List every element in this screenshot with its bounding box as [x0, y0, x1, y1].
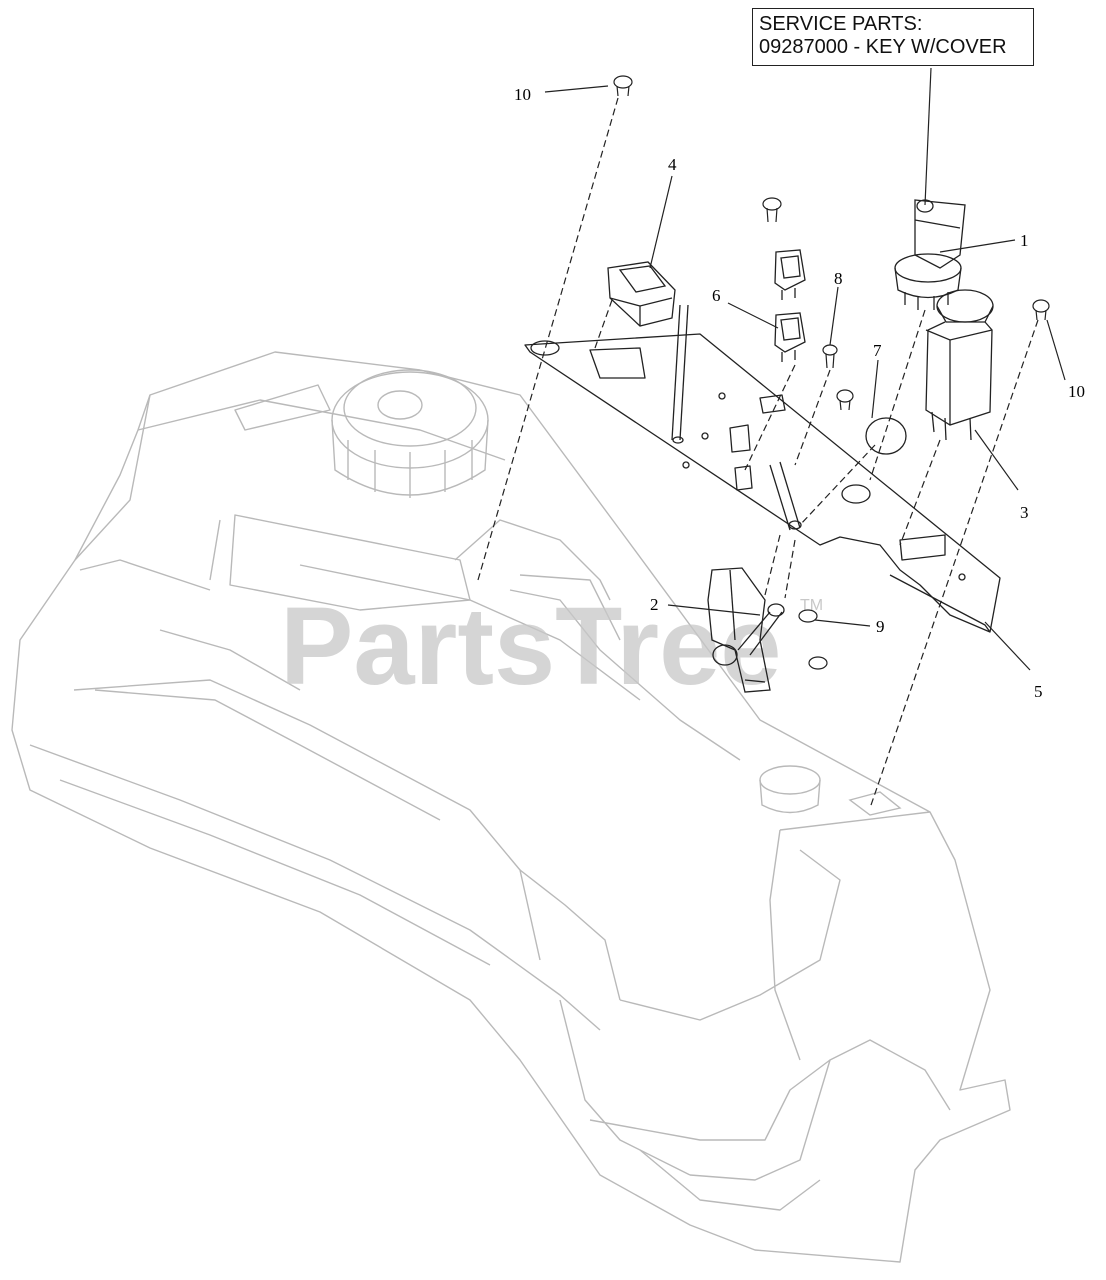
watermark: PartsTree — [280, 585, 781, 708]
watermark-trademark: TM — [800, 597, 823, 614]
key-switch — [894, 199, 966, 310]
fuel-cap — [331, 369, 489, 498]
callout-10-top: 10 — [514, 85, 531, 104]
service-parts-line: 09287000 - KEY W/COVER — [759, 36, 1007, 58]
pto-switch — [925, 289, 994, 441]
mounting-plate — [524, 304, 1001, 633]
bracket-2 — [707, 567, 785, 693]
callout-1: 1 — [1020, 231, 1029, 250]
callout-2: 2 — [650, 595, 659, 614]
callout-7: 7 — [873, 341, 882, 360]
fuel-tank — [11, 351, 1011, 1263]
callouts: 1 2 3 4 5 6 7 8 9 10 10 — [514, 85, 1085, 701]
rocker-switch-6 — [774, 249, 806, 362]
hardware — [613, 75, 1050, 670]
callout-leaders — [544, 67, 1066, 671]
service-parts-heading: SERVICE PARTS: — [759, 13, 923, 35]
callout-9: 9 — [876, 617, 885, 636]
rocker-switch-4 — [607, 261, 676, 327]
callout-3: 3 — [1020, 503, 1029, 522]
callout-8: 8 — [834, 269, 843, 288]
callout-6: 6 — [712, 286, 721, 305]
callout-5: 5 — [1034, 682, 1043, 701]
callout-10-right: 10 — [1068, 382, 1085, 401]
plug-7 — [865, 417, 907, 455]
callout-4: 4 — [668, 155, 677, 174]
service-parts-box: SERVICE PARTS: 09287000 - KEY W/COVER — [752, 8, 1034, 66]
vent-cap — [759, 765, 902, 816]
dashed-leaders — [477, 97, 1039, 809]
